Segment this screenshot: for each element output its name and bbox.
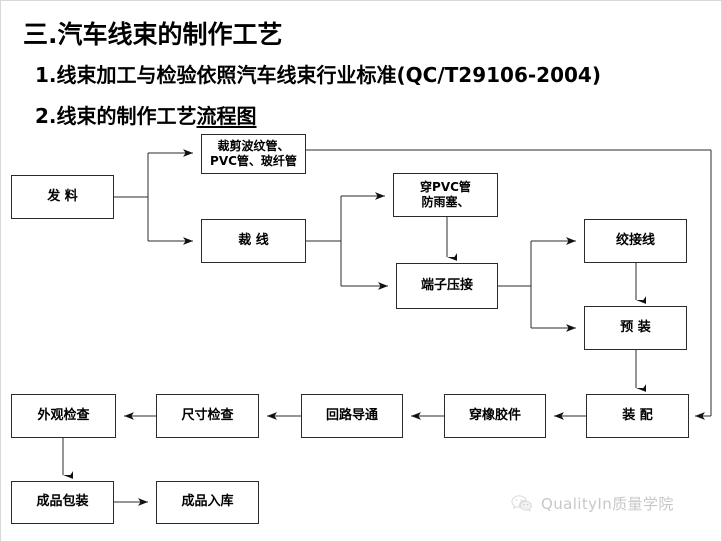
node-zhuang-pei[interactable]: 装 配 <box>586 394 689 438</box>
node-chuan-pvc-guan[interactable]: 穿PVC管 防雨塞、 <box>393 173 498 217</box>
watermark: QualityIn质量学院 <box>511 493 674 514</box>
page-title: 三.汽车线束的制作工艺 <box>23 20 283 49</box>
node-chi-cun-jian-cha[interactable]: 尺寸检查 <box>156 394 259 438</box>
node-chuan-xiang-jiao-jian[interactable]: 穿橡胶件 <box>444 394 546 438</box>
node-label-line-1: 裁剪波纹管、 <box>217 139 290 153</box>
node-duan-zi-ya-jie[interactable]: 端子压接 <box>396 263 498 309</box>
heading-item-2-underlined: 流程图 <box>196 104 257 128</box>
node-label: 尺寸检查 <box>181 407 234 423</box>
heading-item-2: 2.线束的制作工艺流程图 <box>35 100 257 129</box>
node-label: 绞接线 <box>615 232 655 248</box>
node-label-line-1: 穿PVC管 <box>420 180 471 194</box>
watermark-text: QualityIn质量学院 <box>541 495 674 513</box>
node-label: 装 配 <box>622 407 653 423</box>
node-label: 端子压接 <box>420 277 473 293</box>
node-label: 裁 线 <box>238 232 269 248</box>
node-label: 成品包装 <box>36 494 89 510</box>
node-label: 外观检查 <box>37 407 90 423</box>
node-label: 预 装 <box>620 319 651 335</box>
node-wai-guan-jian-cha[interactable]: 外观检查 <box>11 394 116 438</box>
node-label-line-2: PVC管、玻纤管 <box>210 154 297 168</box>
node-jiao-jie-xian[interactable]: 绞接线 <box>584 219 687 263</box>
wechat-icon <box>511 495 532 512</box>
node-hui-lu-dao-tong[interactable]: 回路导通 <box>301 394 403 438</box>
heading-item-1: 1.线束加工与检验依照汽车线束行业标准(QC/T29106-2004) <box>35 63 601 87</box>
node-label: 回路导通 <box>325 407 378 423</box>
node-cheng-pin-ru-ku[interactable]: 成品入库 <box>156 481 259 524</box>
node-cai-xian[interactable]: 裁 线 <box>201 219 306 263</box>
node-fa-liao[interactable]: 发 料 <box>11 175 114 219</box>
heading-item-2-prefix: 2.线束的制作工艺 <box>35 104 197 128</box>
node-yu-zhuang[interactable]: 预 装 <box>584 306 687 350</box>
node-cheng-pin-bao-zhuang[interactable]: 成品包装 <box>11 481 114 524</box>
node-cai-jian-bo-wen-guan[interactable]: 裁剪波纹管、 PVC管、玻纤管 <box>201 134 306 174</box>
node-label-line-2: 防雨塞、 <box>421 195 470 209</box>
node-label: 成品入库 <box>181 494 234 510</box>
node-label: 发 料 <box>47 188 78 204</box>
heading-area: 三.汽车线束的制作工艺 1.线束加工与检验依照汽车线束行业标准(QC/T2910… <box>1 1 721 129</box>
node-label: 穿橡胶件 <box>468 407 521 423</box>
